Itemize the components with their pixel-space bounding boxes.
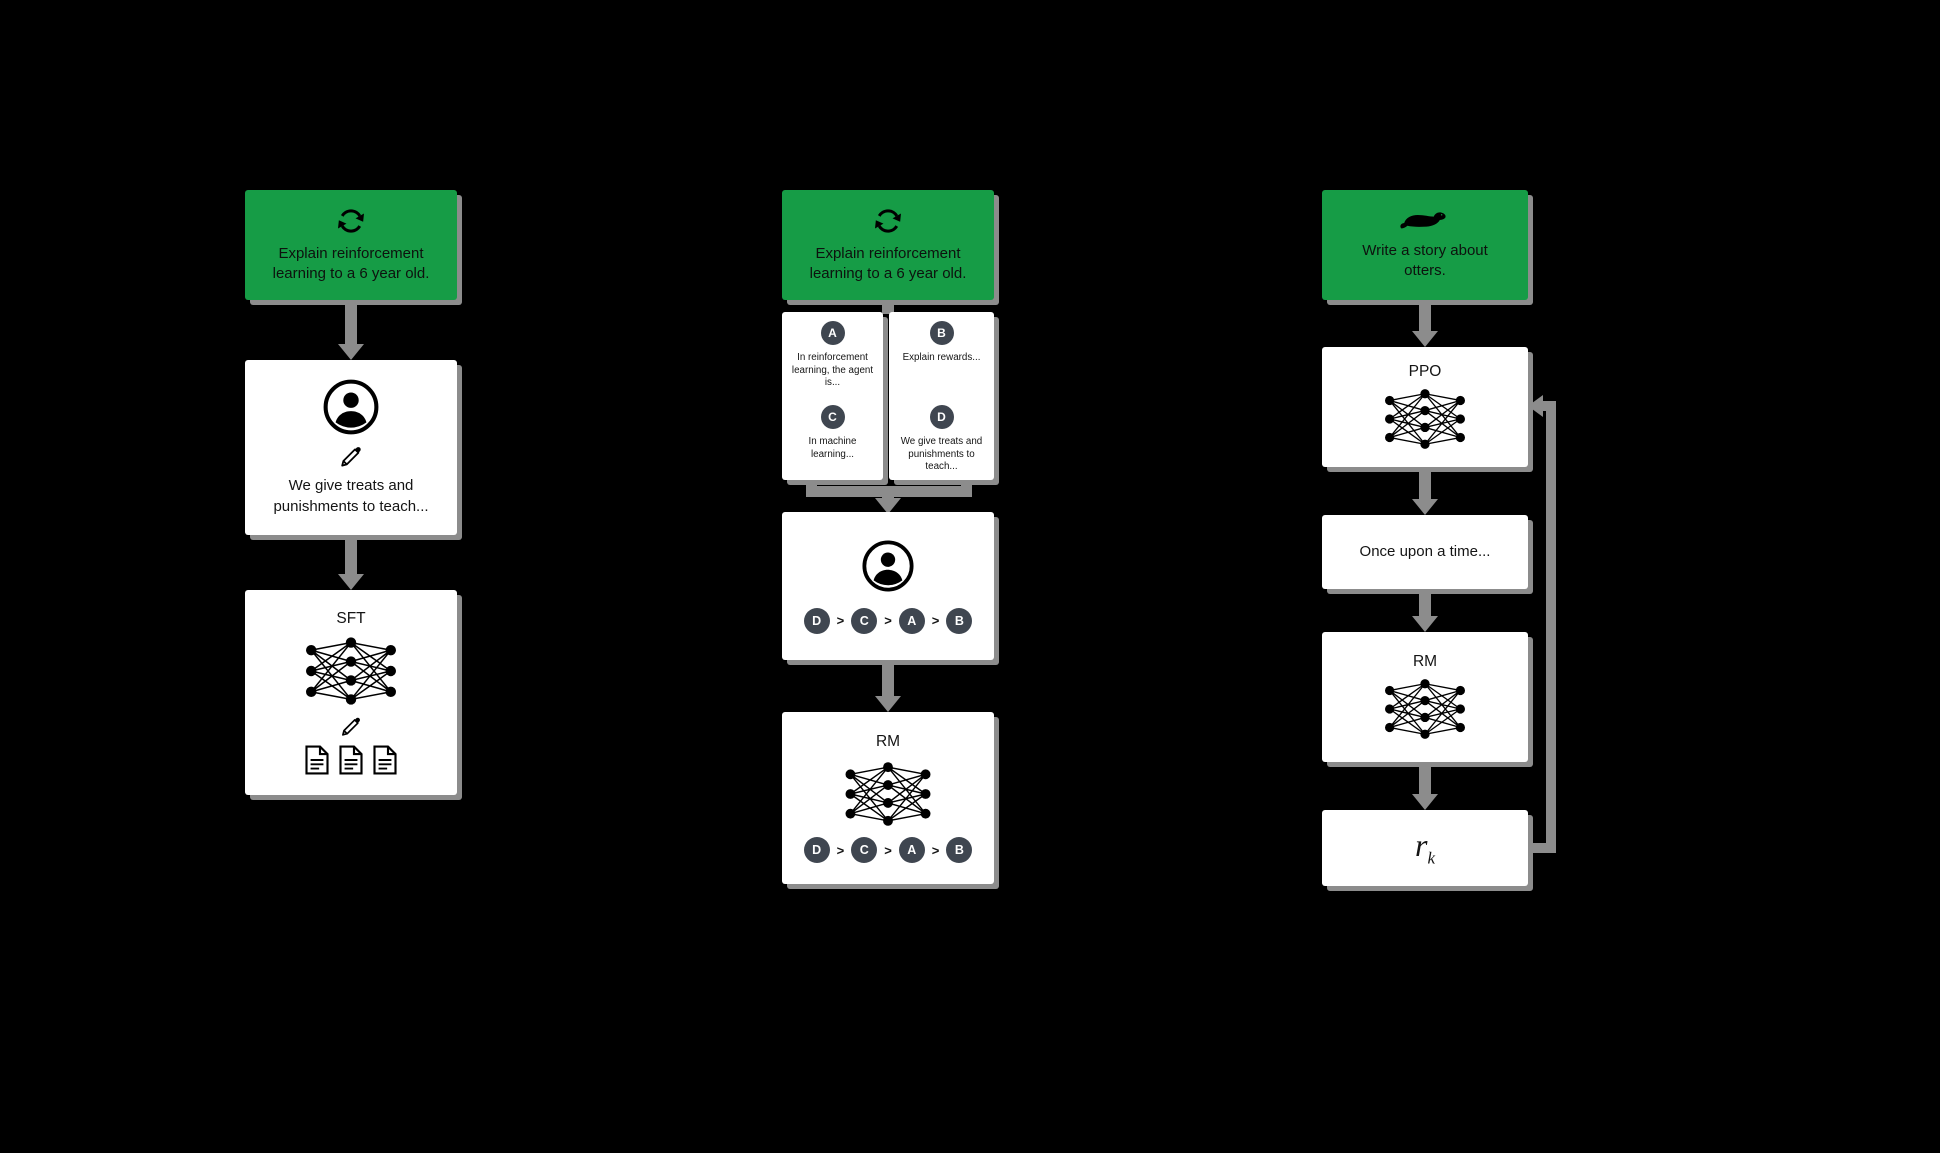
neural-network-icon [301,635,401,707]
document-icon [372,745,398,775]
connector [806,470,817,492]
rm-label: RM [875,733,901,750]
connector [882,658,894,698]
rank-separator: > [884,613,892,628]
rank-separator: > [836,842,845,858]
connector [1419,587,1431,618]
arrowhead-down-icon [1412,616,1438,632]
rank-chip: D [803,607,830,634]
connector [961,470,972,492]
rank-chip: A [898,837,925,863]
arrowhead-down-icon [338,574,364,590]
arrowhead-down-icon [875,498,901,514]
rank-chip: B [946,837,973,863]
answer-letter-badge: B [929,321,954,345]
answer-letter-badge: A [820,321,845,345]
neural-network-icon [838,760,938,828]
rank-chip: C [851,837,878,863]
arrowhead-left-icon [1528,395,1543,417]
neural-network-icon [1377,677,1473,741]
otter-icon [1399,209,1451,233]
step3-prompt-box: Write a story about otters. [1322,190,1528,300]
ranking-row: D > C > A > B [803,837,973,863]
step1-demonstration-box: We give treats and punishments to teach.… [245,360,457,535]
ranking-row: D > C > A > B [803,607,973,634]
rank-chip: A [898,607,925,634]
answer-letter-badge: D [929,405,954,429]
answer-text: Explain rewards... [902,352,981,363]
step2-prompt-box: Explain reinforcement learning to a 6 ye… [782,190,994,300]
step1-prompt-text: Explain reinforcement learning to a 6 ye… [272,245,430,282]
step1-prompt-box: Explain reinforcement learning to a 6 ye… [245,190,457,300]
connector [1419,760,1431,796]
step3-output-box: Once upon a time... [1322,515,1528,589]
pencil-icon [338,443,364,469]
feedback-loop-connector [1546,401,1556,853]
rm-label: RM [1412,653,1438,670]
ppo-label: PPO [1408,363,1442,380]
person-icon [322,378,380,436]
rank-chip: D [803,837,830,863]
arrowhead-down-icon [1412,794,1438,810]
step3-ppo-policy-box: PPO [1322,347,1528,467]
reward-variable: r [1415,827,1428,864]
rank-separator: > [884,842,892,858]
reward-subscript: k [1427,848,1435,868]
step2-prompt-text: Explain reinforcement learning to a 6 ye… [809,245,967,282]
answer-c: C In machine learning... [782,396,883,480]
rank-chip: B [946,607,973,634]
arrowhead-down-icon [338,344,364,360]
rank-separator: > [931,613,940,628]
sft-label: SFT [336,610,366,627]
answers-right-box: B Explain rewards... D We give treats an… [889,312,994,480]
reward-value: rk [1415,827,1435,868]
step3-reward-model-box: RM [1322,632,1528,762]
connector [1419,465,1431,501]
step2-reward-model-box: RM D > C > A > B [782,712,994,884]
rank-separator: > [836,613,845,628]
answer-letter-badge: C [820,405,845,429]
documents-icon [304,745,398,775]
answer-a: A In reinforcement learning, the agent i… [782,312,883,396]
connector [882,298,894,314]
connector [345,533,357,576]
answer-b: B Explain rewards... [889,312,994,396]
person-icon [861,539,915,593]
document-icon [304,745,330,775]
arrowhead-down-icon [875,696,901,712]
rank-separator: > [931,842,940,858]
step3-reward-value-box: rk [1322,810,1528,886]
feedback-loop-connector [1524,843,1556,853]
cycle-icon [336,206,366,236]
document-icon [338,745,364,775]
connector [345,298,357,346]
answer-text: In machine learning... [808,436,857,460]
rank-chip: C [851,607,878,634]
connector [882,486,894,500]
feedback-loop-connector [1543,401,1556,411]
arrowhead-down-icon [1412,499,1438,515]
pencil-icon [339,714,363,738]
answers-left-box: A In reinforcement learning, the agent i… [782,312,883,480]
neural-network-icon [1377,387,1473,451]
arrowhead-down-icon [1412,331,1438,347]
output-text: Once upon a time... [1359,542,1491,560]
step3-prompt-text: Write a story about otters. [1362,242,1488,279]
answer-d: D We give treats and punishments to teac… [889,396,994,480]
demonstration-text: We give treats and punishments to teach.… [273,477,429,515]
answer-text: In reinforcement learning, the agent is.… [791,352,874,389]
answer-text: We give treats and punishments to teach.… [900,436,983,473]
step1-sft-model-box: SFT [245,590,457,795]
step2-labeler-ranking-box: D > C > A > B [782,512,994,660]
cycle-icon [873,206,903,236]
connector [1419,298,1431,333]
